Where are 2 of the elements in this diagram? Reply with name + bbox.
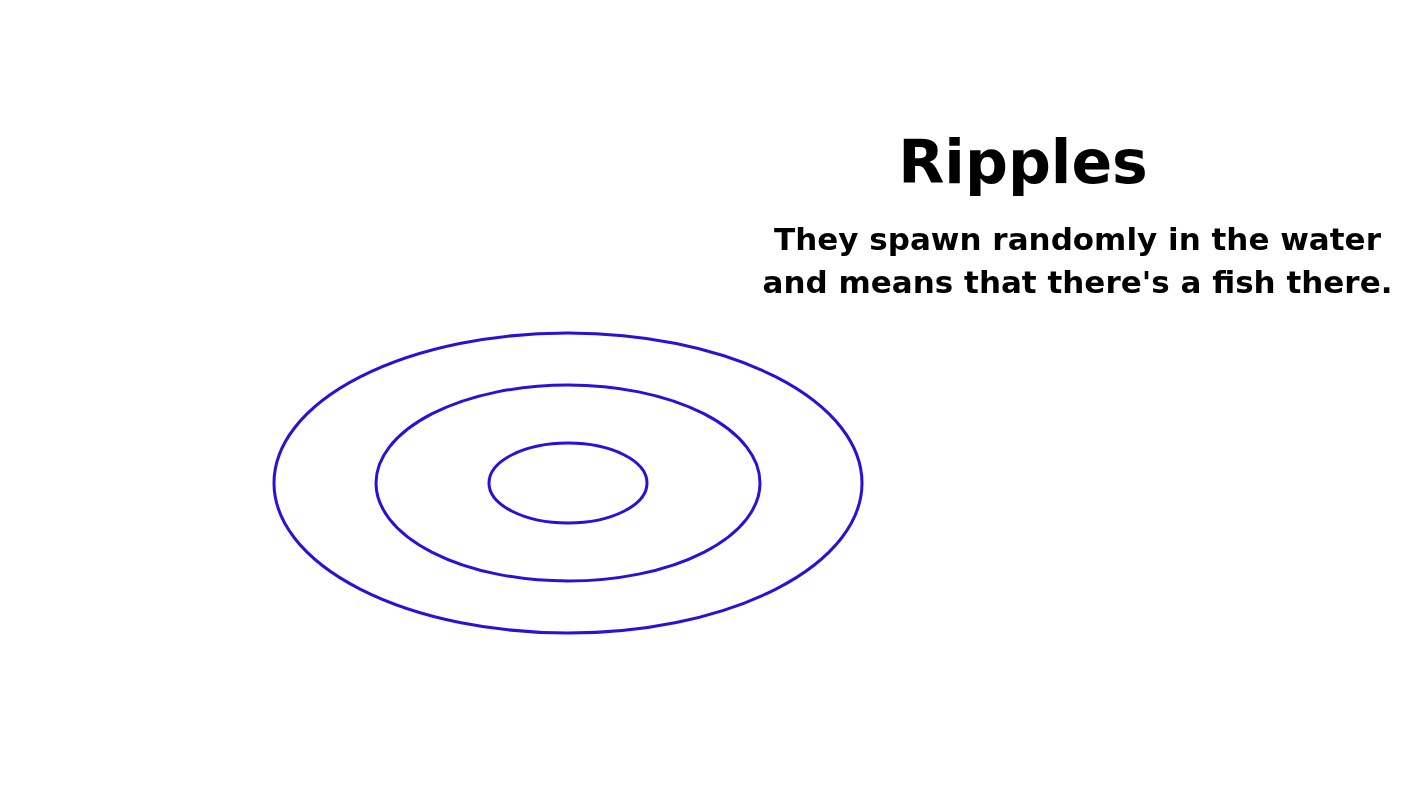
description-text: They spawn randomly in the water and means that there's a fish there. [761,220,1394,302]
title: Ripples [897,126,1149,199]
